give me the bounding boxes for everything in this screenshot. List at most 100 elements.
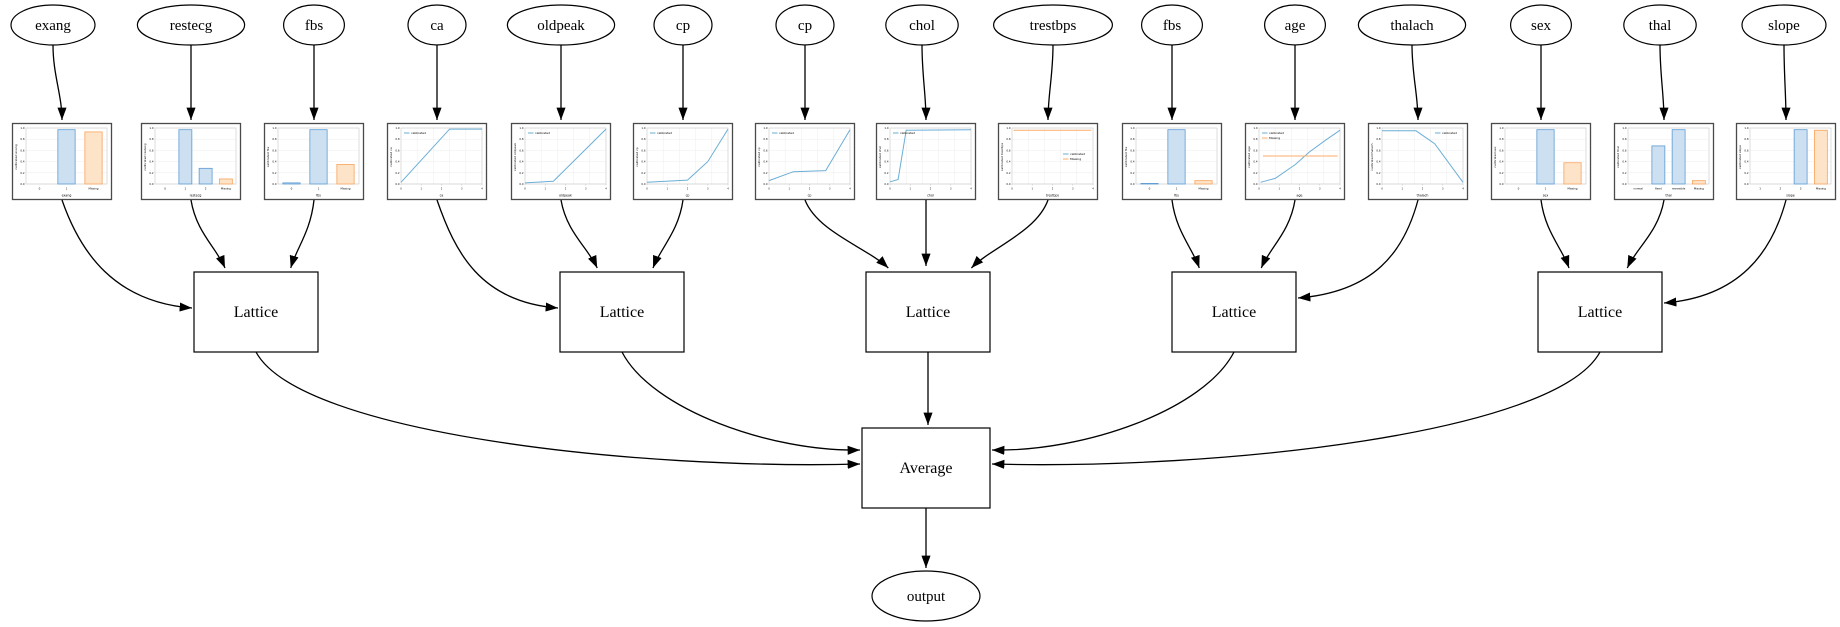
output-label: output xyxy=(907,589,946,605)
x-tick-label: Missing xyxy=(1567,187,1577,191)
y-tick-label: 0.6 xyxy=(1006,148,1010,152)
x-tick-label: 0 xyxy=(524,188,526,191)
plot-spines xyxy=(154,127,237,185)
x-tick-label: 1 xyxy=(909,188,911,191)
y-tick-label: 0.2 xyxy=(1622,171,1626,175)
bar-Missing xyxy=(1194,180,1213,185)
chart-xlabel: cp xyxy=(808,194,812,198)
x-tick-label: 1 xyxy=(66,187,68,191)
x-tick-label: Missing xyxy=(1198,187,1208,191)
bar-Missing xyxy=(84,131,103,185)
x-tick-label: 0 xyxy=(646,188,648,191)
x-tick-label: 1 xyxy=(420,188,422,191)
chart-xlabel: exang xyxy=(62,194,72,198)
x-tick-label: 0 xyxy=(1381,188,1383,191)
y-tick-label: 0.6 xyxy=(272,148,276,152)
input-node-exang-0: exang xyxy=(10,4,96,46)
series-calibrated xyxy=(400,128,482,183)
x-tick-label: 4 xyxy=(1339,188,1341,191)
y-tick-label: 0.0 xyxy=(272,182,276,186)
x-tick-label: 4 xyxy=(1462,188,1464,191)
y-tick-label: 0.0 xyxy=(519,182,523,186)
x-tick-label: 3 xyxy=(1442,188,1444,191)
y-tick-label: 0.8 xyxy=(20,137,24,141)
legend-label: calibrated xyxy=(779,131,794,135)
edge-calibrator-3-to-lattice-1 xyxy=(436,199,559,312)
lattice-label: Lattice xyxy=(906,304,950,321)
chart-xlabel: thal xyxy=(1665,194,1671,198)
x-tick-label: 2 xyxy=(441,188,443,191)
series-calibrated xyxy=(524,128,607,184)
lattice-box xyxy=(193,271,319,353)
legend-label: calibrated xyxy=(1070,152,1085,156)
y-tick-label: 0.6 xyxy=(1744,148,1748,152)
lattice-node-1: Lattice xyxy=(559,271,685,353)
y-tick-label: 0.8 xyxy=(884,137,888,141)
y-tick-label: 0.8 xyxy=(1622,137,1626,141)
y-tick-label: 0.2 xyxy=(1130,171,1134,175)
y-tick-label: 0.0 xyxy=(1744,182,1748,186)
y-tick-label: 1.0 xyxy=(519,126,523,130)
x-tick-label: 1 xyxy=(185,187,187,191)
y-tick-label: 0.0 xyxy=(1376,182,1380,186)
lattice-label: Lattice xyxy=(1212,304,1256,321)
input-node-label: cp xyxy=(798,18,812,34)
edge-calibrator-1-to-lattice-0 xyxy=(190,199,226,269)
edge-calibrator-5-to-lattice-1 xyxy=(652,199,684,269)
y-tick-label: 0.0 xyxy=(149,182,153,186)
bar-Missing xyxy=(218,178,233,185)
x-tick-label: 2 xyxy=(809,188,811,191)
y-tick-label: 0.0 xyxy=(1253,182,1257,186)
chart-ylabel: calibrated ca xyxy=(389,147,393,167)
input-node-label: cp xyxy=(676,18,690,34)
bar-1 xyxy=(178,129,193,185)
lattice-node-2: Lattice xyxy=(865,271,991,353)
bar-1 xyxy=(309,129,328,185)
lattice-node-0: Lattice xyxy=(193,271,319,353)
input-node-ca-3: ca xyxy=(407,4,467,46)
x-tick-label: 0 xyxy=(768,188,770,191)
edge-slope-to-calibrator xyxy=(1781,44,1791,121)
input-node-fbs-9: fbs xyxy=(1140,4,1203,46)
y-tick-label: 0.8 xyxy=(1006,137,1010,141)
edge-calibrator-2-to-lattice-0 xyxy=(289,199,315,269)
bar-1 xyxy=(1167,129,1186,185)
y-tick-label: 0.6 xyxy=(1622,148,1626,152)
x-tick-label: 3 xyxy=(707,188,709,191)
x-tick-label: normal xyxy=(1633,187,1643,191)
y-tick-label: 1.0 xyxy=(20,126,24,130)
y-tick-label: 0.8 xyxy=(1253,137,1257,141)
x-tick-label: fixed xyxy=(1655,187,1662,191)
y-tick-label: 0.4 xyxy=(1376,160,1380,164)
series-calibrated xyxy=(646,128,729,183)
input-node-label: trestbps xyxy=(1030,18,1077,34)
x-tick-label: Missing xyxy=(221,187,231,191)
y-tick-label: 0.2 xyxy=(395,171,399,175)
y-tick-label: 0.2 xyxy=(1744,171,1748,175)
x-tick-label: 1 xyxy=(788,188,790,191)
x-tick-label: 4 xyxy=(849,188,851,191)
x-tick-label: 1 xyxy=(1545,187,1547,191)
x-tick-label: 0 xyxy=(1149,187,1151,191)
legend-label: calibrated xyxy=(900,131,915,135)
edge-chol-to-calibrator xyxy=(921,44,931,121)
y-tick-label: 0.4 xyxy=(149,160,153,164)
input-node-cp-5: cp xyxy=(653,4,713,46)
edge-calibrator-11-to-lattice-3 xyxy=(1297,199,1419,302)
y-tick-label: 0.2 xyxy=(641,171,645,175)
y-tick-label: 0.4 xyxy=(884,160,888,164)
input-node-label: fbs xyxy=(1163,18,1181,34)
edge-exang-to-calibrator xyxy=(52,44,67,121)
edge-trestbps-to-calibrator xyxy=(1043,44,1054,121)
chart-xlabel: age xyxy=(1297,194,1303,198)
legend-label: calibrated xyxy=(535,131,550,135)
series-calibrated xyxy=(1382,130,1464,183)
y-tick-label: 1.0 xyxy=(1499,126,1503,130)
x-tick-label: Missing xyxy=(1694,187,1704,191)
